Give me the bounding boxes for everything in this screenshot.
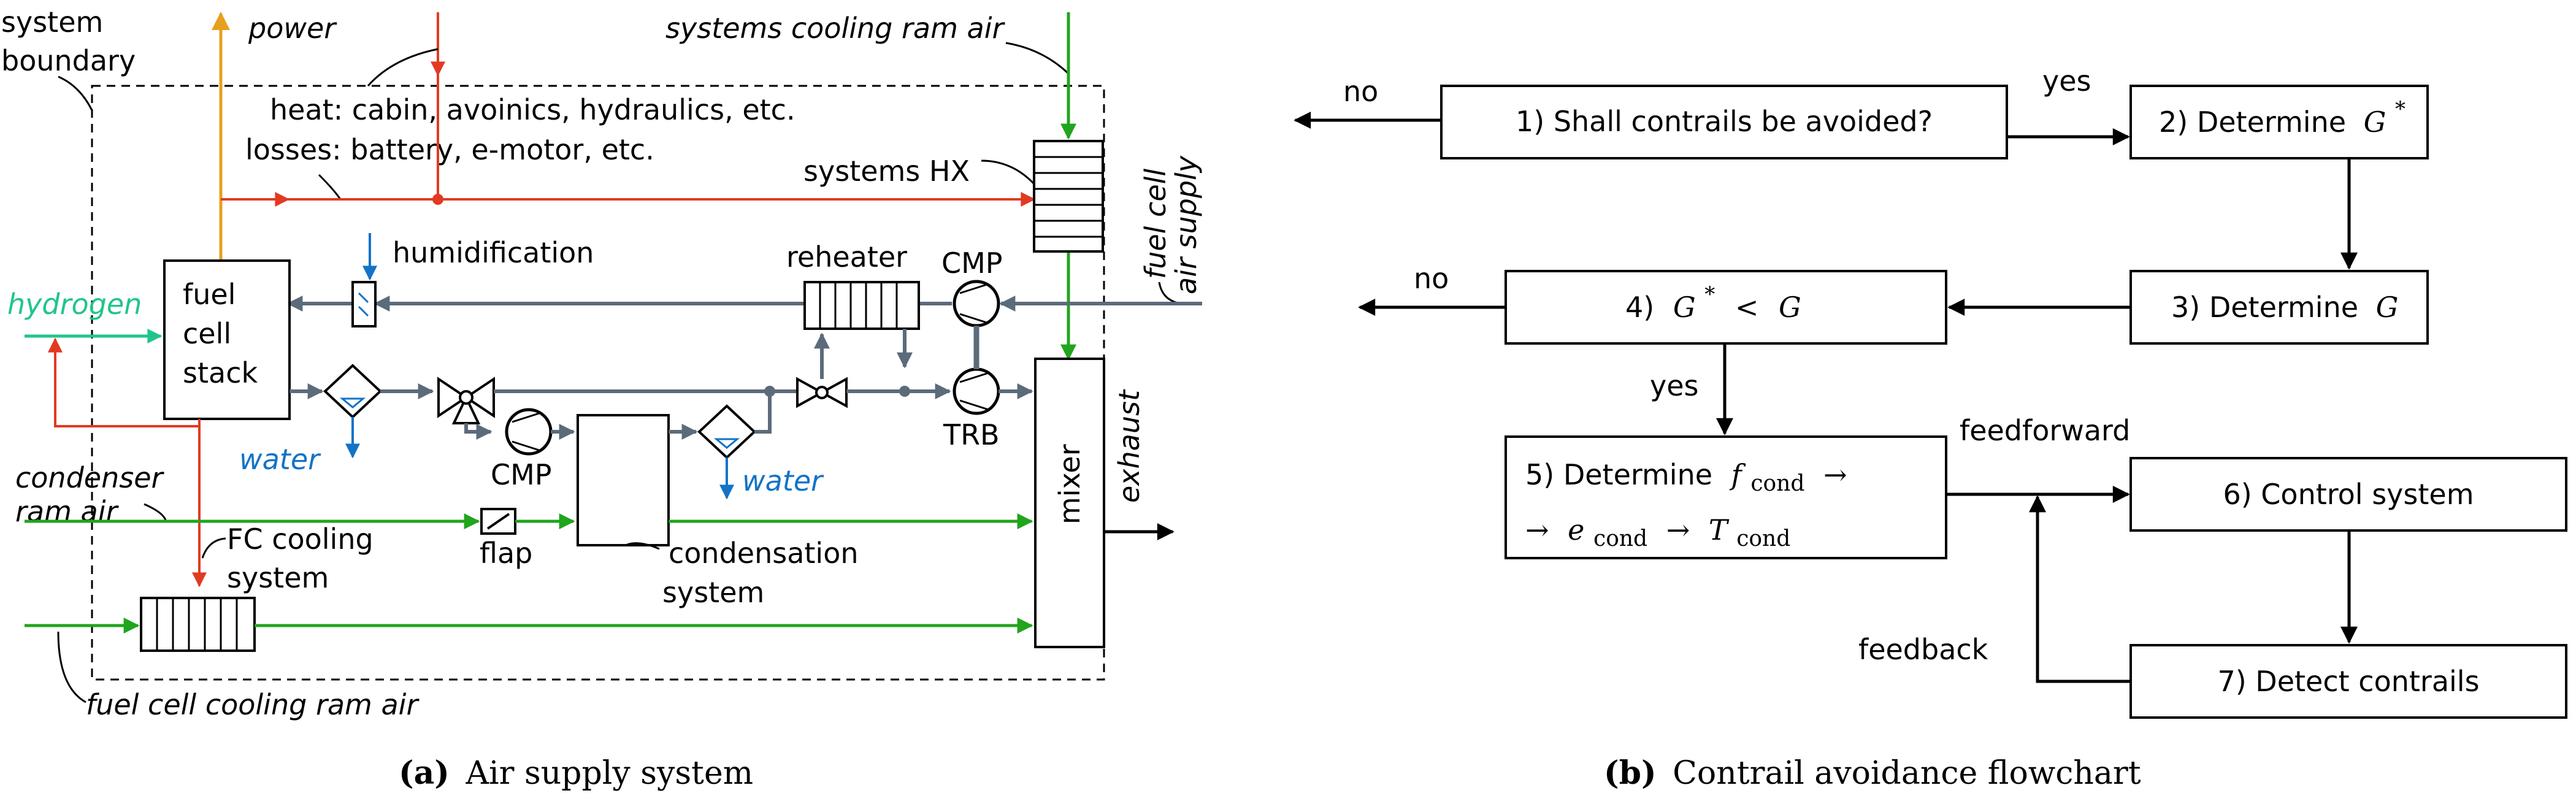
fc-cooling-leader — [201, 537, 226, 559]
step-6-box — [2129, 457, 2567, 532]
heat-junction — [432, 194, 443, 205]
step-6-label: 6) Control system — [2223, 478, 2474, 511]
fuel-cell-air-supply-label: air supply — [1170, 155, 1203, 294]
process-junction-1 — [764, 386, 775, 397]
separator-to-junction-line — [754, 391, 772, 434]
water-separator-1-mark — [339, 397, 366, 408]
edge-yes-2-label: yes — [1650, 369, 1699, 402]
heat-label: heat: cabin, avoinics, hydraulics, etc. — [270, 93, 795, 126]
edge-no-1-label: no — [1343, 75, 1378, 108]
systems-hx-label: systems HX — [803, 155, 970, 188]
step-2-box — [2129, 85, 2429, 159]
systems-cooling-leader — [1005, 42, 1070, 75]
humidification-label: humidification — [393, 236, 594, 269]
humidifier-spray-icon — [358, 292, 369, 317]
step-3-box — [2129, 270, 2429, 345]
reheater-label: reheater — [786, 240, 907, 274]
systems-cooling-ram-air-label: systems cooling ram air — [665, 12, 1006, 45]
step-5-line-2: → e cond → T cond — [1525, 513, 1790, 553]
valve-2-hub — [815, 386, 829, 399]
water-separator-2-mark — [713, 438, 740, 449]
system-boundary-label: boundary — [1, 44, 136, 77]
panel-a-air-supply-system: system boundary power heat: cabin, avoin… — [1, 6, 1203, 792]
edge-feedforward-label: feedforward — [1960, 414, 2130, 447]
condensation-leader — [625, 542, 660, 550]
system-boundary-leader — [58, 75, 93, 111]
panel-a-caption: (a) Air supply system — [399, 754, 753, 792]
turbine-icon — [959, 372, 989, 411]
compressor-top-label: CMP — [941, 247, 1003, 280]
fuel-cell-stack-label: stack — [183, 356, 258, 389]
step-3-label: 3) Determine G — [2171, 291, 2398, 324]
condenser-ram-air-leader — [144, 503, 167, 521]
condenser-ram-air-label: ram air — [15, 495, 120, 528]
fuel-cell-air-supply-label: fuel cell — [1139, 169, 1172, 279]
heat-leader — [367, 48, 439, 86]
edge-feedback — [2029, 495, 2131, 683]
fc-cooling-label: system — [227, 561, 329, 594]
turbine-icon — [953, 367, 1000, 415]
edge-no-2-label: no — [1414, 262, 1449, 295]
turbine-label: TRB — [943, 418, 1000, 451]
flap-blade-icon — [486, 513, 510, 530]
fuel-cell-stack-label: cell — [183, 317, 231, 350]
condensation-system — [577, 414, 670, 546]
compressor-top-icon — [959, 283, 989, 324]
systems-hx-leader — [981, 159, 1035, 185]
water-label-2: water — [742, 464, 824, 497]
hydrogen-label: hydrogen — [7, 288, 142, 321]
losses-leader — [318, 174, 342, 200]
step-5-box — [1505, 435, 1947, 559]
flap-label: flap — [480, 537, 532, 570]
step-4-label: 4) G * < G — [1625, 275, 1801, 324]
fuel-cell-stack — [163, 259, 291, 420]
power-label: power — [248, 12, 337, 45]
valve-to-cmp-line — [464, 423, 493, 440]
condensation-system-label: condensation — [669, 537, 859, 570]
panel-b-caption: (b) Contrail avoidance flowchart — [1604, 754, 2141, 792]
step-5-line-1: 5) Determine f cond → — [1525, 458, 1847, 497]
condensation-system-label: system — [662, 576, 764, 609]
losses-label: losses: battery, e-motor, etc. — [245, 133, 654, 166]
condenser-ram-air-label: condenser — [15, 461, 165, 494]
humidifier — [351, 281, 377, 327]
reheater — [803, 281, 920, 330]
fc-cooling-label: FC cooling — [227, 523, 374, 556]
fuel-cell-stack-label: fuel — [183, 278, 236, 311]
step-2-label: 2) Determine G * — [2159, 97, 2405, 139]
step-7-box — [2129, 644, 2567, 719]
compressor-bottom-icon — [512, 412, 542, 452]
step-1-box — [1440, 85, 2008, 159]
step-4-box — [1505, 270, 1947, 345]
water-separator-1 — [323, 364, 382, 419]
edge-yes-1-label: yes — [2042, 64, 2091, 98]
mixer-label: mixer — [1053, 444, 1086, 524]
exhaust-label: exhaust — [1113, 389, 1146, 503]
edge-feedback-label: feedback — [1858, 633, 1988, 666]
step-1-label: 1) Shall contrails be avoided? — [1516, 105, 1933, 138]
compressor-bottom-label: CMP — [491, 458, 552, 491]
panel-b-contrail-flowchart: 1) Shall contrails be avoided? no yes 2)… — [1294, 64, 2567, 792]
fc-cooling-ram-air-leader — [57, 631, 86, 703]
three-way-valve-hub — [459, 390, 473, 405]
fuel-cell-cooling-ram-air-label: fuel cell cooling ram air — [86, 688, 420, 721]
system-boundary-label: system — [1, 6, 103, 39]
water-label-1: water — [239, 443, 321, 476]
water-separator-2 — [697, 404, 756, 459]
fc-cooling-system — [140, 597, 256, 652]
systems-hx — [1033, 140, 1104, 253]
step-7-label: 7) Detect contrails — [2217, 665, 2479, 698]
mixer — [1034, 358, 1105, 648]
system-boundary-frame — [91, 85, 1105, 681]
